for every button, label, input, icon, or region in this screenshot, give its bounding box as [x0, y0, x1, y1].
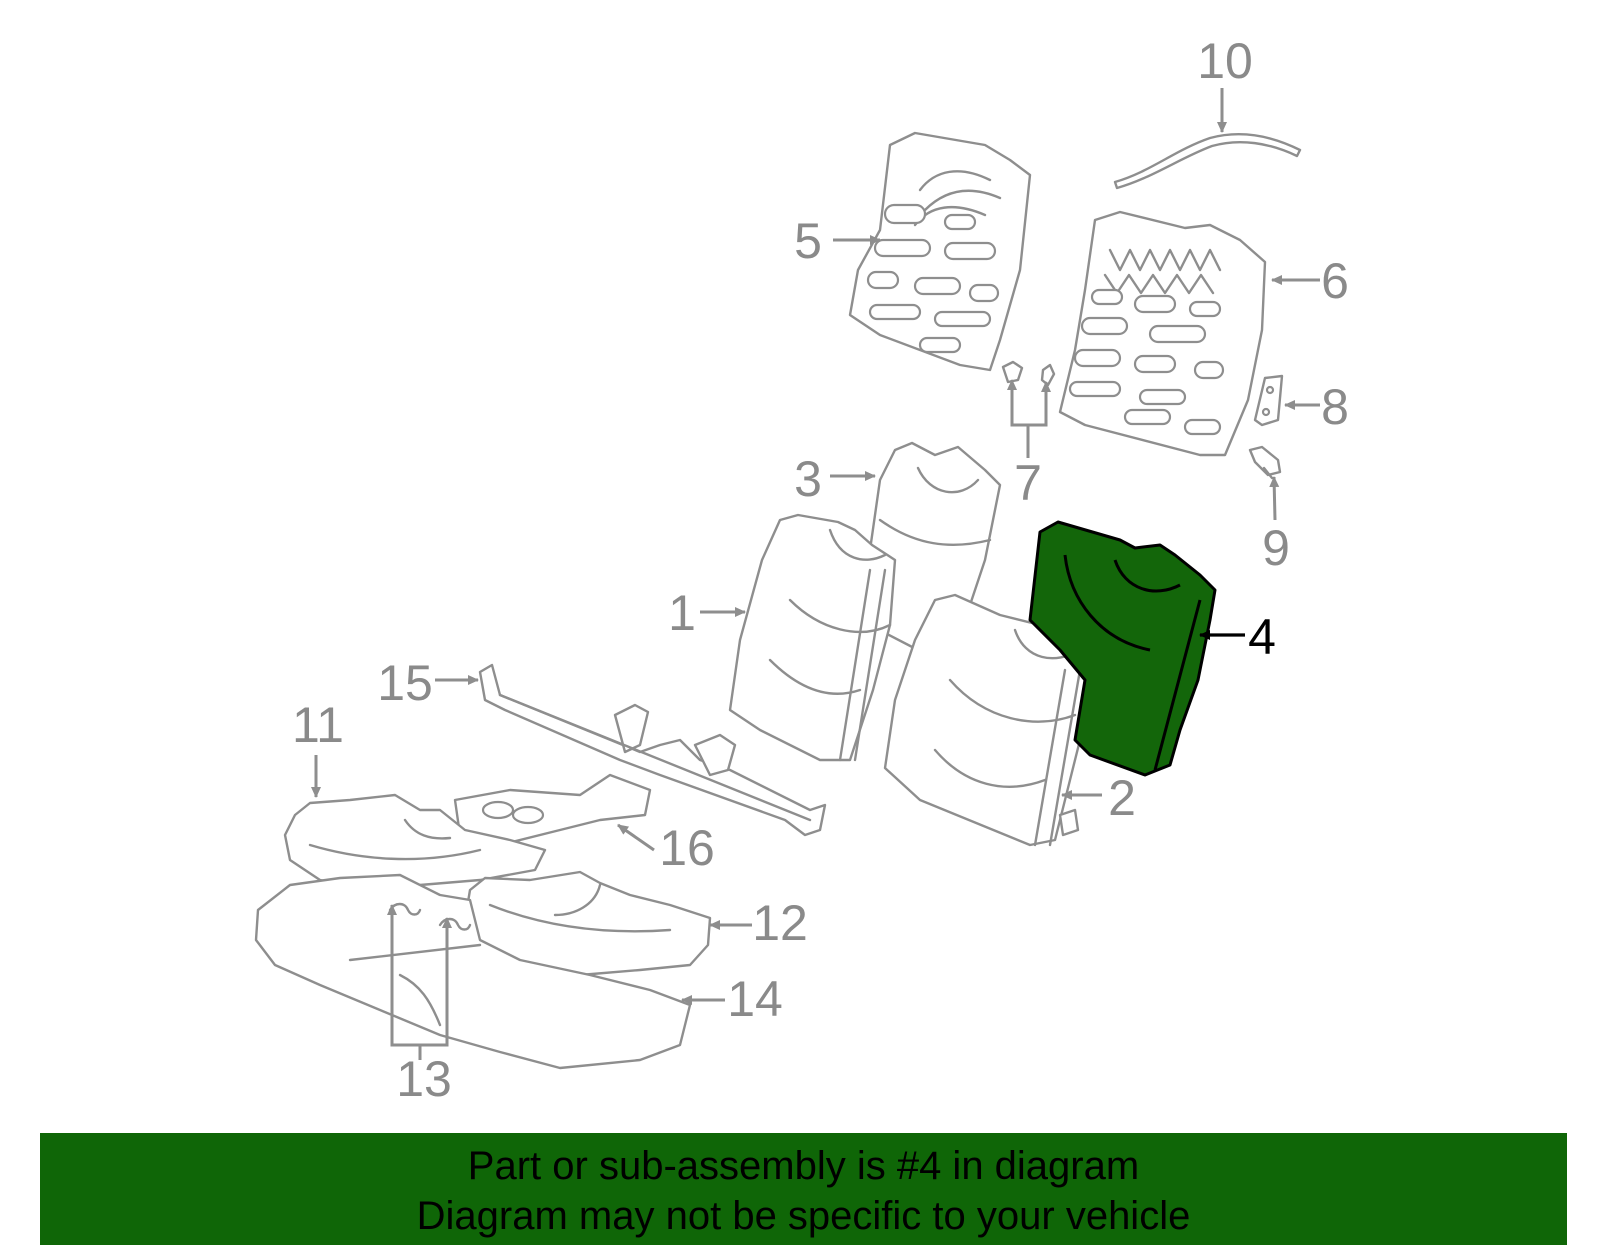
- banner-part-note: Part or sub-assembly is #4 in diagram: [467, 1144, 1140, 1188]
- part-6-frame-panel: [1058, 210, 1267, 457]
- info-banner: Part or sub-assembly is #4 in diagram Di…: [40, 1133, 1567, 1245]
- part-14-cushion-pad: [254, 873, 692, 1070]
- callout-labels: 10 5 6 8 7 3 9 1 4 2 15 11 16 12 14 13: [292, 33, 1349, 1107]
- callout-12: 12: [752, 895, 808, 951]
- callout-1: 1: [668, 585, 696, 641]
- callout-13: 13: [396, 1051, 452, 1107]
- callout-leaders: [311, 88, 1320, 1060]
- callout-7: 7: [1014, 455, 1042, 511]
- part-15-bracket-bar: [478, 663, 827, 837]
- callout-6: 6: [1321, 253, 1349, 309]
- part-5-frame-panel: [848, 131, 1032, 372]
- callout-8: 8: [1321, 379, 1349, 435]
- part-11-cushion-cover: [283, 793, 547, 892]
- callout-5: 5: [794, 213, 822, 269]
- part-1-seatback-left: [728, 513, 897, 762]
- banner-disclaimer: Diagram may not be specific to your vehi…: [416, 1194, 1191, 1238]
- callout-4: 4: [1248, 609, 1276, 665]
- callout-2: 2: [1108, 770, 1136, 826]
- part-4-seatback-cover-highlighted: [1028, 520, 1217, 777]
- callout-11: 11: [292, 697, 344, 753]
- part-8-plate: [1253, 374, 1284, 427]
- callout-15: 15: [377, 655, 433, 711]
- part-9-bolt: [1248, 445, 1282, 480]
- callout-9: 9: [1262, 520, 1290, 576]
- callout-10: 10: [1197, 33, 1253, 89]
- callout-14: 14: [727, 971, 783, 1027]
- part-10-cable: [1113, 133, 1302, 190]
- callout-3: 3: [794, 451, 822, 507]
- part-2-seatback-right: [883, 593, 1094, 847]
- part-16-armrest: [453, 773, 652, 847]
- seat-parts-diagram: 10 5 6 8 7 3 9 1 4 2 15 11 16 12 14 13: [254, 33, 1349, 1107]
- callout-16: 16: [659, 820, 715, 876]
